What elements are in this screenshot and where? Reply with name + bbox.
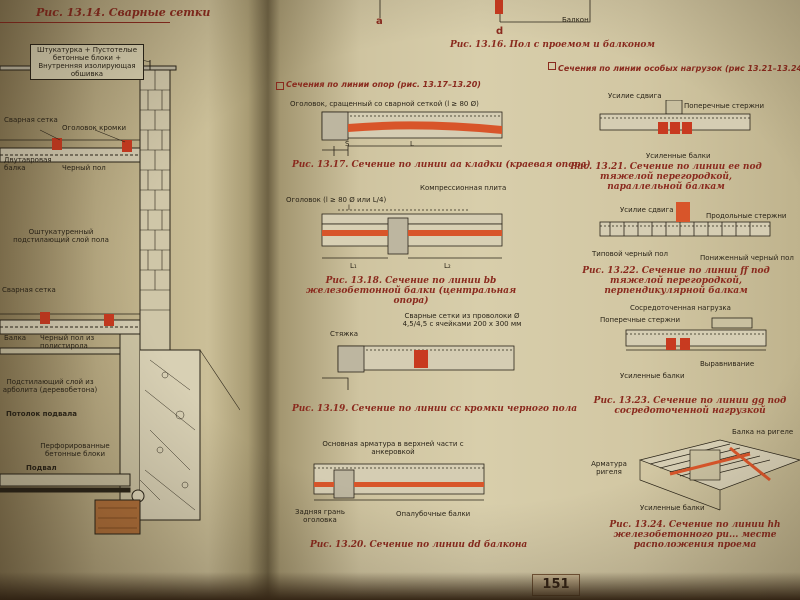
basement-ceiling-label: Потолок подвала [6, 410, 77, 418]
fig19-screed-label: Стяжка [330, 330, 358, 338]
fig23-reinforced-label: Усиленные балки [620, 372, 685, 380]
fig20-rebar-label: Основная арматура в верхней части с анке… [322, 440, 464, 456]
top-d-label: d [496, 26, 504, 37]
fig1314-caption: Рис. 13.14. Сварные сетки [36, 6, 211, 19]
welded-mesh-top-label: Сварная сетка [4, 116, 58, 124]
fig24-drawing [638, 439, 800, 511]
fig18-dim-l1: L₁ [350, 262, 357, 270]
fig24-reinforced-label: Усиленные балки [640, 504, 705, 512]
perforated-blocks-label: Перфорированные бетонные блоки [40, 442, 110, 458]
fig22-caption: Рис. 13.22. Сечение по линии ff под тяже… [582, 266, 770, 296]
fig23-conc-label: Сосредоточенная нагрузка [630, 304, 731, 312]
fig22-typical-label: Типовой черный пол [592, 250, 668, 258]
fig24-caption: Рис. 13.24. Сечение по линии hh железобе… [609, 520, 781, 550]
fig24-beam-label: Балка на ригеле [732, 428, 794, 436]
plastered-layer-label: Оштукатуренный подстилающий слой пола [13, 228, 109, 244]
fig23-caption: Рис. 13.23. Сечение по линии gg под соср… [593, 396, 787, 416]
fig22-drawing [599, 202, 771, 237]
section-heading-supports: Сечения по линии опор (рис. 13.17–13.20) [286, 80, 481, 89]
fig24-rebar-label: Арматура ригеля [591, 460, 627, 476]
caption-underline [0, 22, 170, 23]
wall-section-drawing [0, 47, 240, 535]
fig21-reinforced-label: Усиленные балки [646, 152, 711, 160]
fig1316-caption: Рис. 13.16. Пол с проемом и балконом [450, 40, 655, 50]
beam-label: Балка [4, 334, 27, 342]
fig18-dim-l: l [348, 204, 350, 212]
fig1316-fragment [379, 0, 591, 23]
fig21-caption: Рис. 13.21. Сечение по линии ee под тяже… [570, 162, 762, 192]
fig23-level-label: Выравнивание [700, 360, 755, 368]
fig20-drawing [313, 463, 485, 501]
fig21-shear-label: Усилие сдвига [608, 92, 662, 100]
subfloor-label: Черный пол [62, 164, 106, 172]
fig21-cross-label: Поперечные стержни [684, 102, 765, 110]
top-balcony-label: Балкон [562, 16, 589, 24]
welded-mesh-bottom-label: Сварная сетка [2, 286, 56, 294]
fig17-drawing [321, 111, 503, 156]
fig23-cross-label: Поперечные стержни [600, 316, 681, 324]
fig18-caption: Рис. 13.18. Сечение по линии bb железобе… [305, 276, 517, 306]
fig17-curb-label: Оголовок, сращенный со сварной сеткой (l… [290, 100, 479, 108]
fig18-dim-l2: L₂ [444, 262, 451, 270]
fig18-drawing [321, 209, 503, 259]
fig23-drawing [625, 317, 767, 351]
fig20-caption: Рис. 13.20. Сечение по линии dd балкона [310, 540, 528, 550]
section-checkbox-right [548, 62, 556, 70]
table-shadow [0, 572, 800, 600]
fig19-caption: Рис. 13.19. Сечение по линии cc кромки ч… [292, 404, 578, 414]
fig17-dim-s: S [345, 140, 350, 148]
fig20-rear-label: Задняя грань оголовка [295, 508, 345, 524]
section-heading-loads: Сечения по линии особых нагрузок (рис 13… [558, 64, 800, 73]
fig22-lowered-label: Пониженный черный пол [700, 254, 794, 262]
fig22-long-label: Продольные стержни [706, 212, 787, 220]
fig22-shear-label: Усилие сдвига [620, 206, 674, 214]
plaster-note-label: Штукатурка + Пустотелые бетонные блоки +… [30, 44, 144, 80]
edge-curb-label: Оголовок кромки [62, 124, 127, 132]
fig18-plate-label: Компрессионная плита [420, 184, 507, 192]
top-a-label: a [376, 16, 383, 27]
section-checkbox-left [276, 82, 284, 90]
fig19-mesh-label: Сварные сетки из проволоки Ø 4,5/4,5 с я… [402, 312, 522, 328]
fig17-caption: Рис. 13.17. Сечение по линии aa кладки (… [292, 160, 591, 170]
fig21-drawing [599, 100, 751, 134]
underlay-arbolite-label: Подстилающий слой из арболита (деревобет… [2, 378, 98, 394]
fig17-dim-l: L [410, 140, 414, 148]
basement-label: Подвал [26, 464, 57, 472]
subfloor-polystyrene-label: Черный пол из полистирола [40, 334, 95, 350]
ibeam-label: Двутавровая балка [4, 156, 52, 172]
fig18-curb-label: Оголовок (l ≥ 80 Ø или L/4) [286, 196, 387, 204]
fig20-formwork-label: Опалубочные балки [396, 510, 471, 518]
fig19-drawing [322, 345, 515, 390]
